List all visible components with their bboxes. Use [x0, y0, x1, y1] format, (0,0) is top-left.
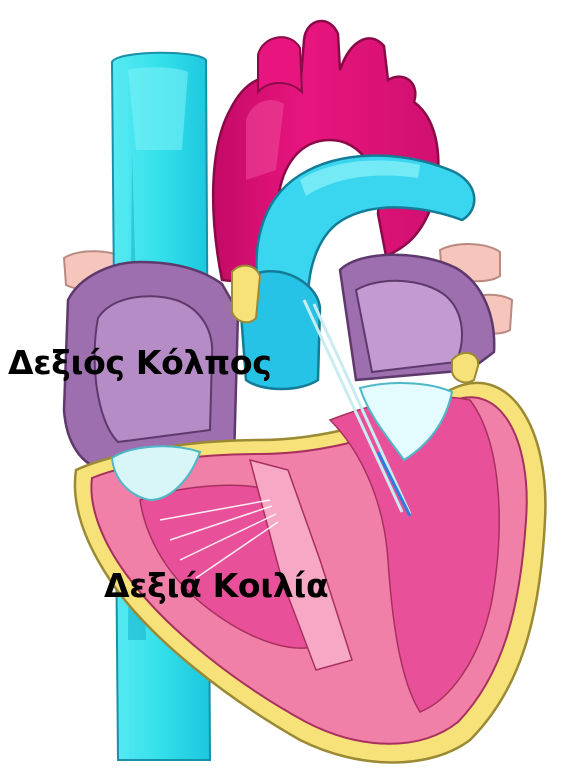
label-right-atrium: Δεξιός Κόλπος: [8, 343, 272, 382]
label-right-ventricle: Δεξιά Κοιλία: [104, 566, 328, 605]
aorta: [213, 21, 438, 285]
bottom-title-clipped: [0, 752, 576, 779]
